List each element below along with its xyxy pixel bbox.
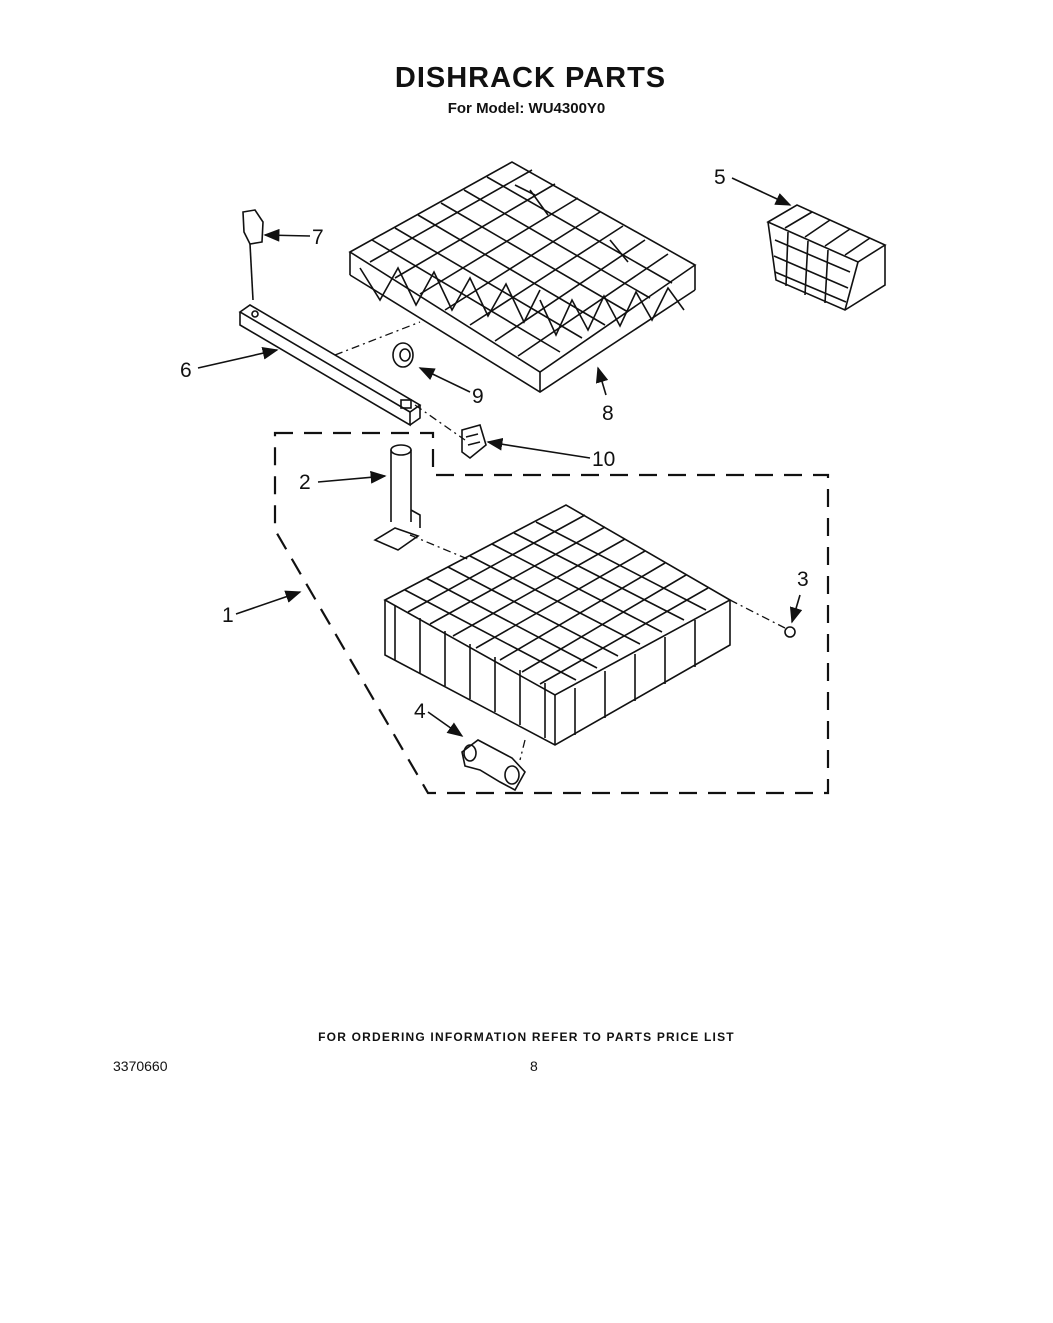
document-number: 3370660 bbox=[113, 1058, 168, 1074]
roller-clip bbox=[461, 424, 487, 460]
rack-roller bbox=[392, 342, 414, 368]
wheel-bracket bbox=[461, 739, 526, 792]
callout-5: 5 bbox=[714, 166, 726, 189]
lower-dishrack bbox=[383, 504, 732, 746]
page-title: DISHRACK PARTS bbox=[394, 62, 667, 94]
callout-1: 1 bbox=[222, 604, 234, 627]
callout-9: 9 bbox=[472, 385, 484, 408]
callout-4: 4 bbox=[414, 700, 426, 723]
model-subtitle: For Model: WU4300Y0 bbox=[447, 100, 606, 117]
callout-7: 7 bbox=[312, 226, 324, 249]
upper-dishrack bbox=[348, 161, 697, 393]
callout-8: 8 bbox=[602, 402, 614, 425]
rack-rail bbox=[238, 304, 422, 427]
assembly-lines bbox=[334, 321, 786, 761]
callout-3: 3 bbox=[797, 568, 809, 591]
callout-2: 2 bbox=[299, 471, 311, 494]
ordering-note: FOR ORDERING INFORMATION REFER TO PARTS … bbox=[318, 1030, 735, 1044]
rack-bumper bbox=[784, 626, 796, 638]
lower-rack-assembly-boundary bbox=[273, 431, 830, 795]
leader-lines bbox=[197, 177, 803, 737]
rail-stop bbox=[242, 209, 264, 301]
silverware-basket bbox=[766, 204, 887, 311]
callout-6: 6 bbox=[180, 359, 192, 382]
callout-10: 10 bbox=[592, 448, 615, 471]
spray-tube bbox=[373, 444, 421, 551]
page-number: 8 bbox=[530, 1058, 538, 1074]
